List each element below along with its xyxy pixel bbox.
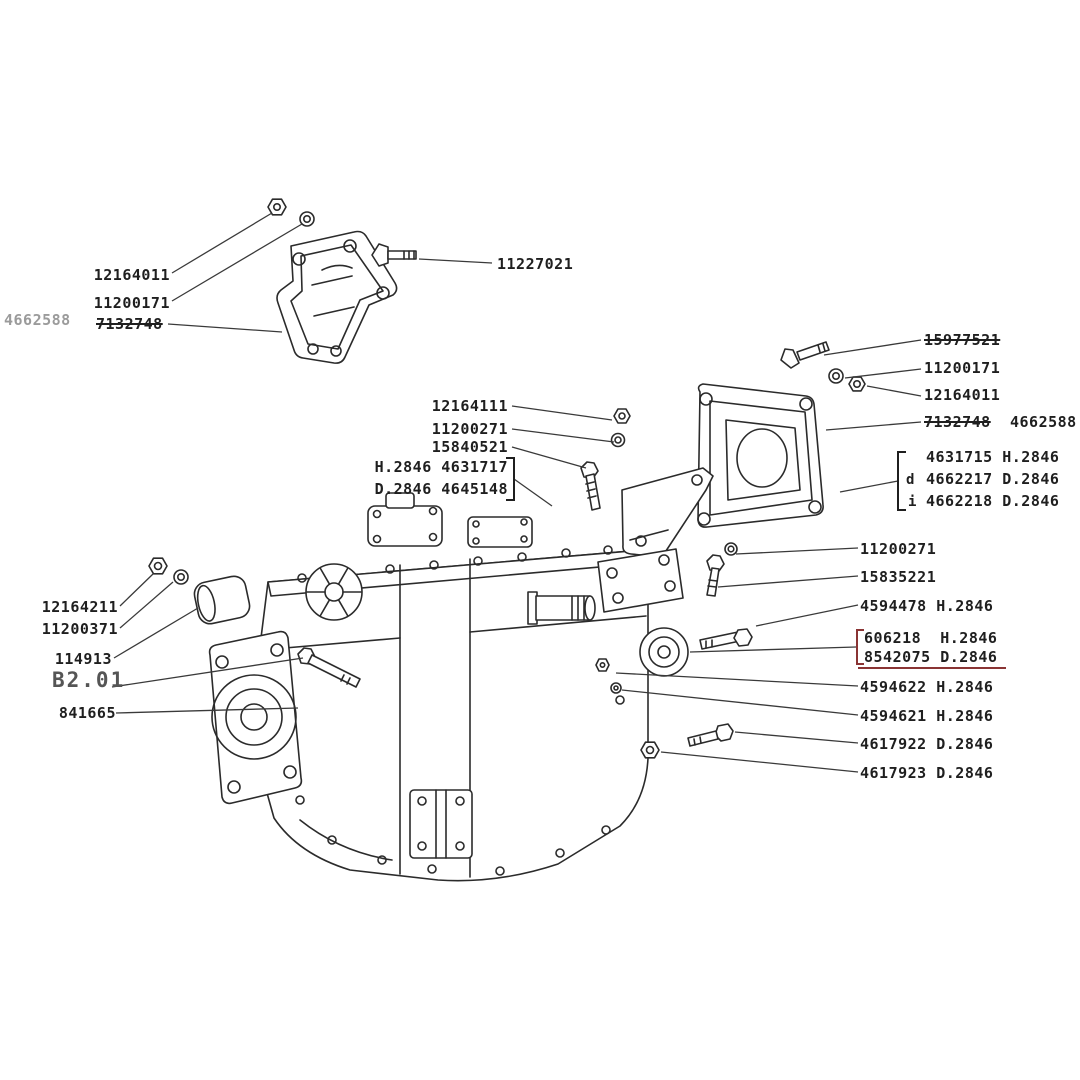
part-label-114913: 114913 xyxy=(54,650,112,668)
bell-housing-flange xyxy=(208,630,303,805)
part-label-4662217: 4662217 D.2846 xyxy=(926,470,1060,488)
part-label-12164211: 12164211 xyxy=(41,598,118,616)
part-label-4594622: 4594622 H.2846 xyxy=(860,678,994,696)
rubber-mount-bushing xyxy=(639,627,689,677)
part-label-12164111: 12164111 xyxy=(431,397,508,415)
right-mount-bracket xyxy=(697,383,824,528)
washer-11200271-right xyxy=(724,542,738,556)
nut-12164211 xyxy=(148,557,168,575)
output-shaft xyxy=(527,591,596,625)
washer-11200271-center xyxy=(610,432,626,448)
group-brackets xyxy=(506,451,906,511)
shift-tower xyxy=(305,563,363,621)
part-label-11200271-r: 11200271 xyxy=(860,540,937,558)
red-marks xyxy=(856,629,1006,669)
bolt-4594478 xyxy=(699,628,753,650)
variant-prefix-d: d xyxy=(906,472,915,488)
bushing-114913 xyxy=(193,575,251,625)
part-label-11200371: 11200371 xyxy=(41,620,118,638)
washer-11200371 xyxy=(173,569,189,585)
part-label-7132748-tl: 7132748 xyxy=(96,315,163,333)
part-label-11200271-c: 11200271 xyxy=(431,420,508,438)
variant-prefix-i: i xyxy=(908,494,917,510)
part-label-4662588-tl: 4662588 xyxy=(4,311,71,329)
part-label-841665: 841665 xyxy=(58,704,116,722)
section-ref-b201: B2.01 xyxy=(52,668,126,692)
part-label-4617922: 4617922 D.2846 xyxy=(860,735,994,753)
nut-12164011-top xyxy=(267,198,287,216)
part-label-12164011-tl: 12164011 xyxy=(93,266,170,284)
part-label-4594621: 4594621 H.2846 xyxy=(860,707,994,725)
sump-bracket xyxy=(409,789,473,859)
nut-12164011-right xyxy=(848,376,866,392)
part-label-15977521: 15977521 xyxy=(924,331,1001,349)
red-group-bracket xyxy=(856,629,864,665)
bolt-15840521 xyxy=(580,461,601,511)
top-cover xyxy=(367,492,533,548)
part-label-4631715: 4631715 H.2846 xyxy=(926,448,1060,466)
washer-4594621 xyxy=(610,682,622,694)
part-label-4662588-tr: 4662588 xyxy=(1010,413,1077,431)
center-group-bracket xyxy=(506,457,515,501)
part-label-7132748-tr: 7132748 xyxy=(924,413,991,431)
washer-11200171-top xyxy=(299,211,315,227)
bolt-841665 xyxy=(297,647,361,688)
washer-11200171-right xyxy=(828,368,844,384)
upper-mount-bracket xyxy=(276,230,398,364)
part-label-15835221: 15835221 xyxy=(860,568,937,586)
right-group-bracket xyxy=(897,451,906,511)
part-label-12164011-tr: 12164011 xyxy=(924,386,1001,404)
part-label-4645148: D.2846 4645148 xyxy=(374,480,508,498)
stud-4594622 xyxy=(595,658,610,672)
bolt-15835221 xyxy=(706,554,725,597)
part-label-11200171-tl: 11200171 xyxy=(93,294,170,312)
support-bracket xyxy=(621,467,714,558)
bolt-4617922 xyxy=(687,723,734,747)
bolt-11227021 xyxy=(371,243,417,267)
flat-strap xyxy=(597,548,684,613)
part-label-4631717: H.2846 4631717 xyxy=(374,458,508,476)
nut-12164111 xyxy=(613,408,631,424)
leader-lines xyxy=(111,212,922,773)
nut-4617923 xyxy=(640,741,660,759)
bolt-15977521 xyxy=(780,341,830,369)
part-label-11200171-tr: 11200171 xyxy=(924,359,1001,377)
part-label-4594478: 4594478 H.2846 xyxy=(860,597,994,615)
part-label-4662218: 4662218 D.2846 xyxy=(926,492,1060,510)
part-label-11227021: 11227021 xyxy=(497,255,574,273)
part-label-4617923: 4617923 D.2846 xyxy=(860,764,994,782)
part-label-15840521: 15840521 xyxy=(431,438,508,456)
part-label-606218: 606218 H.2846 xyxy=(864,629,998,647)
part-label-8542075: 8542075 D.2846 xyxy=(864,648,998,666)
